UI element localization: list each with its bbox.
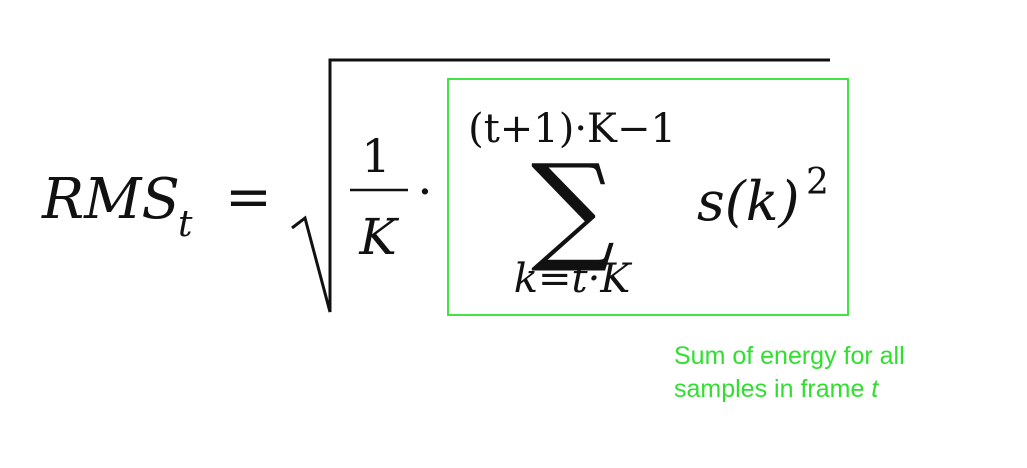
lhs-subscript: t [178, 204, 193, 245]
sum-upper-limit: (t+1)·K−1 [468, 106, 676, 152]
fraction-numerator: 1 [361, 129, 390, 183]
annotation-frame-variable: t [871, 375, 879, 403]
sqrt-radical-icon [291, 58, 830, 313]
sum-highlight-box [447, 78, 849, 316]
annotation-line-2: samples in frame t [674, 373, 1004, 406]
annotation-line-1: Sum of energy for all [674, 342, 905, 370]
sum-annotation: Sum of energy for all samples in frame t [674, 340, 1004, 406]
multiply-dot: · [417, 164, 432, 220]
sigma-icon: ∑ [531, 138, 615, 276]
summand-exponent: 2 [806, 162, 829, 203]
lhs-rms: RMS [41, 167, 180, 232]
summand: s(k) [697, 170, 800, 233]
sum-lower-limit: k=t·K [514, 256, 633, 302]
fraction-denominator: K [358, 208, 399, 266]
annotation-line-2-text: samples in frame [674, 375, 872, 403]
equals-sign: = [225, 165, 272, 230]
